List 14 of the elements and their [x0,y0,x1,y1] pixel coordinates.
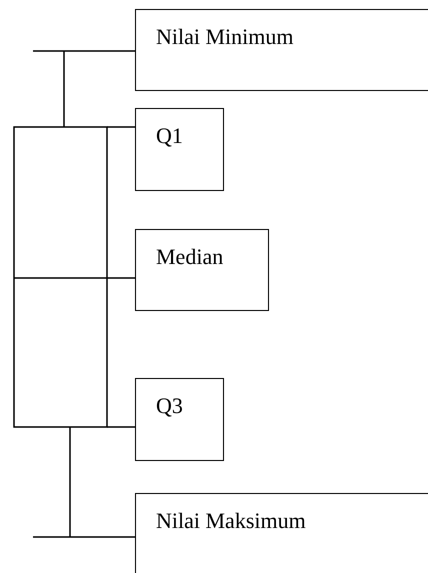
leader-line [107,277,135,279]
leader-line [70,536,135,538]
label-text: Nilai Minimum [156,24,294,49]
leader-line [64,50,135,52]
label-text: Q1 [156,123,183,148]
leader-line [107,426,135,428]
label-text: Median [156,244,224,269]
label-box [135,9,428,91]
label-box [135,378,224,461]
label-box [135,229,269,311]
label-text: Q3 [156,393,183,418]
leader-line [107,126,135,128]
label-box [135,108,224,191]
label-text: Nilai Maksimum [156,508,306,533]
